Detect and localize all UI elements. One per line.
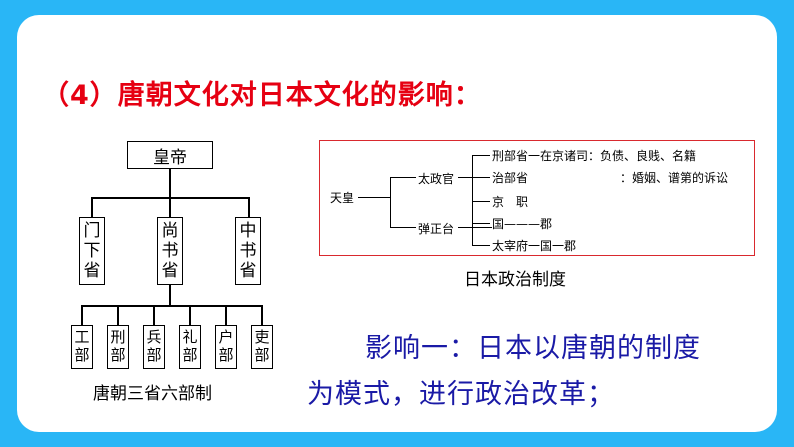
danjodai-label: 弹正台 — [418, 222, 455, 236]
ministry-char: 兵 — [146, 328, 162, 346]
ministry-box: 刑 部 — [107, 325, 129, 369]
ministry-char: 吏 — [254, 328, 270, 346]
tang-chart-caption: 唐朝三省六部制 — [93, 384, 212, 404]
slide-title: （4）唐朝文化对日本文化的影响： — [42, 80, 482, 111]
connector — [169, 197, 171, 217]
emperor-box: 皇帝 — [127, 141, 213, 169]
ministry-box: 兵 部 — [143, 325, 165, 369]
connector — [169, 169, 171, 197]
ministry-char: 部 — [182, 346, 198, 364]
ministry-char: 部 — [74, 346, 90, 364]
japan-item: 治部省 — [492, 171, 529, 185]
japan-item: 京 职 — [492, 195, 529, 209]
impact-line-2: 为模式，进行政治改革； — [307, 379, 615, 410]
connector — [81, 305, 83, 325]
dajokan-label: 太政官 — [418, 172, 455, 186]
connector — [189, 305, 191, 325]
connector — [91, 197, 93, 217]
connector — [472, 223, 490, 224]
ministry-char: 部 — [218, 346, 234, 364]
province-box: 中 书 省 — [235, 217, 261, 285]
japan-item: 太宰府一国一郡 — [492, 239, 577, 253]
connector — [472, 177, 490, 178]
emperor-label: 皇帝 — [153, 147, 187, 168]
ministry-box: 户 部 — [215, 325, 237, 369]
ministry-box: 吏 部 — [251, 325, 273, 369]
connector — [390, 227, 416, 228]
province-char: 尚 — [161, 221, 179, 241]
province-char: 中 — [239, 221, 257, 241]
province-char: 省 — [83, 261, 101, 281]
ministry-char: 户 — [218, 328, 234, 346]
connector — [472, 155, 473, 245]
japan-item: 国———郡 — [492, 217, 553, 231]
connector — [472, 201, 490, 202]
connector — [248, 197, 250, 217]
connector — [472, 155, 490, 156]
connector — [472, 245, 490, 246]
japan-note: ：婚姻、谱第的诉讼 — [620, 171, 729, 185]
ministry-char: 部 — [254, 346, 270, 364]
province-char: 门 — [83, 221, 101, 241]
ministry-char: 部 — [110, 346, 126, 364]
japan-chart-caption: 日本政治制度 — [464, 270, 566, 290]
connector — [458, 227, 492, 228]
slide-canvas: （4）唐朝文化对日本文化的影响： 皇帝 门 下 省 尚 书 省 中 书 省 — [17, 15, 777, 432]
ministry-box: 工 部 — [71, 325, 93, 369]
connector — [225, 305, 227, 325]
impact-line-1: 影响一：日本以唐朝的制度 — [365, 333, 701, 364]
ministry-box: 礼 部 — [179, 325, 201, 369]
connector — [358, 197, 390, 198]
connector — [117, 305, 119, 325]
province-char: 书 — [239, 241, 257, 261]
connector — [81, 305, 263, 307]
tenno-label: 天皇 — [330, 191, 355, 205]
province-box: 尚 书 省 — [157, 217, 183, 285]
ministry-char: 刑 — [110, 328, 126, 346]
ministry-char: 礼 — [182, 328, 198, 346]
japan-item: 刑部省一在京诸司：负债、良贱、名籍 — [492, 149, 697, 163]
connector — [458, 177, 472, 178]
province-char: 省 — [161, 261, 179, 281]
province-char: 书 — [161, 241, 179, 261]
connector — [390, 177, 391, 227]
connector — [261, 305, 263, 325]
province-char: 省 — [239, 261, 257, 281]
ministry-char: 工 — [74, 328, 90, 346]
connector — [153, 305, 155, 325]
province-box: 门 下 省 — [79, 217, 105, 285]
connector — [169, 285, 171, 305]
province-char: 下 — [83, 241, 101, 261]
japan-chart: 天皇 太政官 弹正台 刑部省一在京诸司：负债、良贱、名籍 治部省 ：婚姻、谱第的… — [319, 140, 755, 256]
connector — [390, 177, 416, 178]
ministry-char: 部 — [146, 346, 162, 364]
